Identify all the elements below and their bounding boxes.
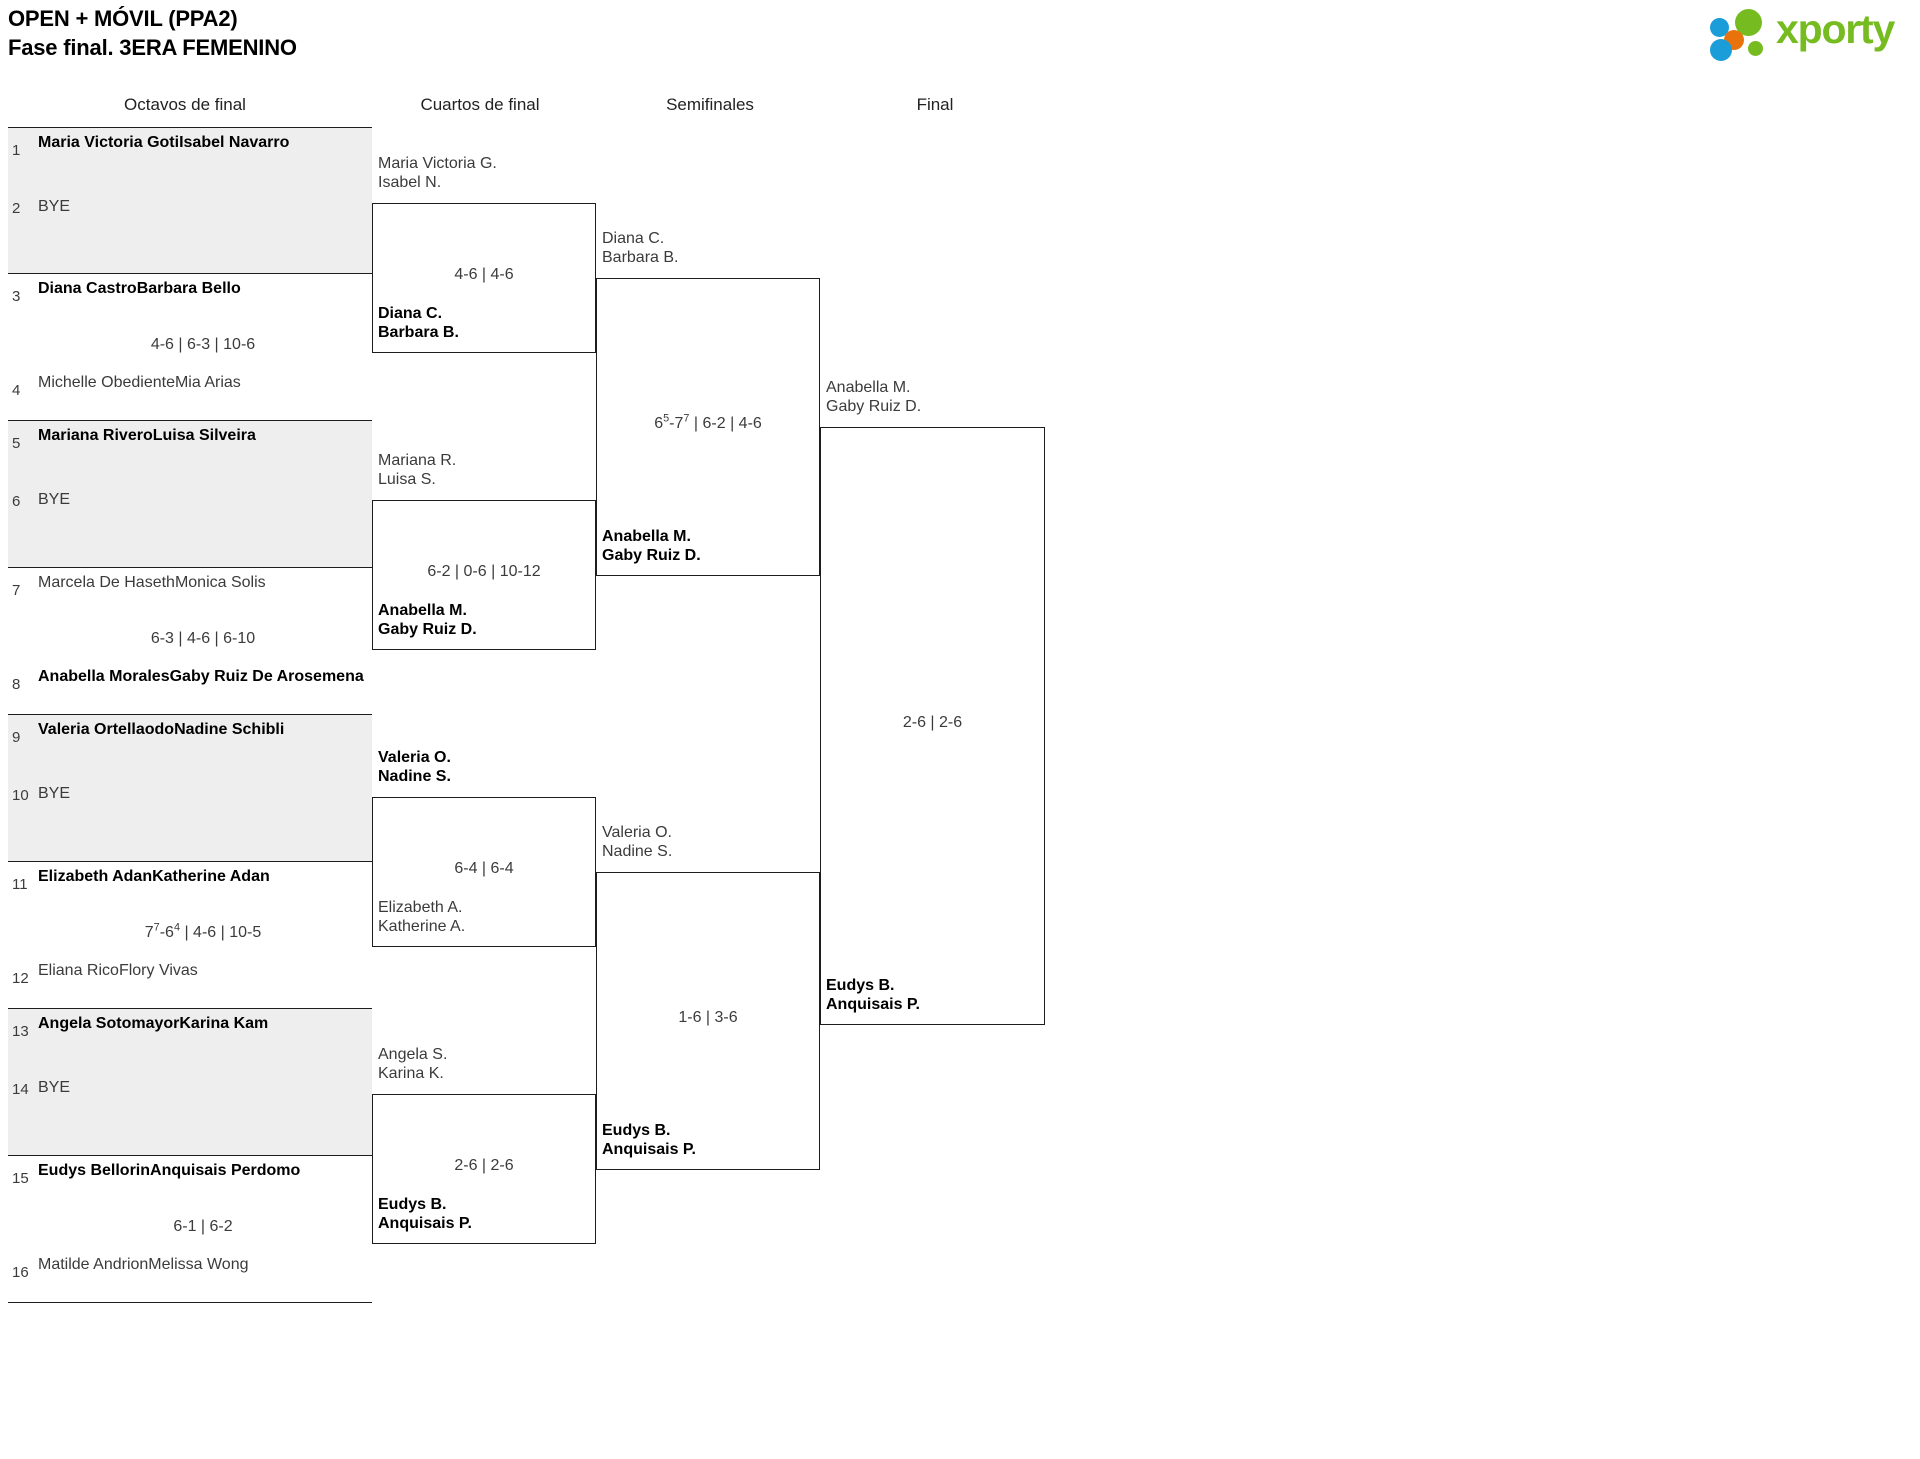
logo-wordmark: xporty (1776, 6, 1895, 52)
r1-team-bottom: Michelle ObedienteMia Arias (38, 374, 241, 391)
seed-number: 14 (12, 1081, 29, 1098)
r1-match[interactable]: 3 Diana CastroBarbara Bello 4-6 | 6-3 | 10… (8, 274, 372, 421)
logo-dot-blue-top (1710, 18, 1729, 37)
r1-team-top: Diana CastroBarbara Bello (38, 280, 241, 297)
seed-number: 8 (12, 676, 21, 693)
xporty-logo: xporty (1710, 6, 1915, 61)
r1-team-bottom: BYE (38, 491, 71, 508)
advancing-team-top: Valeria O.Nadine S. (378, 749, 451, 785)
round-header-final: Final (916, 95, 954, 114)
r1-team-bottom: BYE (38, 785, 71, 802)
seed-number: 15 (12, 1170, 29, 1187)
seed-number: 5 (12, 435, 21, 452)
r1-match[interactable]: 7 Marcela De HasethMonica Solis 6-3 | 4-6 … (8, 568, 372, 715)
seed-number: 12 (12, 970, 29, 987)
qf-match-box[interactable] (372, 203, 596, 353)
match-score: 6-2 | 0-6 | 10-12 (427, 563, 541, 580)
qf-match-box[interactable] (372, 1094, 596, 1244)
advancing-team-top: Diana C.Barbara B. (602, 230, 679, 266)
r1-team-top: Marcela De HasethMonica Solis (38, 574, 266, 591)
qf-match-box[interactable] (372, 500, 596, 650)
seed-number: 6 (12, 493, 21, 510)
tournament-phase: Fase final. 3ERA FEMENINO (8, 35, 297, 61)
seed-number: 9 (12, 729, 21, 746)
logo-dot-blue-bottom (1710, 39, 1732, 61)
advancing-team-bottom: Eudys B.Anquisais P. (602, 1122, 696, 1158)
r1-match[interactable]: 13 Angela SotomayorKarina Kam 14 BYE (8, 1009, 372, 1156)
advancing-team-bottom: Anabella M.Gaby Ruiz D. (378, 602, 477, 638)
r1-match-score: 4-6 | 6-3 | 10-6 (150, 336, 256, 353)
sf-match-box[interactable] (596, 278, 820, 576)
r1-team-bottom: Anabella MoralesGaby Ruiz De Arosemena (38, 668, 364, 685)
r1-team-top: Valeria OrtellaodoNadine Schibli (38, 721, 285, 738)
match-score: 4-6 | 4-6 (454, 266, 514, 283)
seed-number: 16 (12, 1264, 29, 1281)
page-title: OPEN + MÓVIL (PPA2) Fase final. 3ERA FEM… (8, 4, 297, 63)
r1-team-bottom: BYE (38, 1079, 71, 1096)
r1-match[interactable]: 15 Eudys BellorinAnquisais Perdomo 6-1 | 6… (8, 1156, 372, 1303)
seed-number: 4 (12, 382, 21, 399)
match-score: 1-6 | 3-6 (678, 1009, 738, 1026)
advancing-team-top: Anabella M.Gaby Ruiz D. (826, 379, 922, 415)
seed-number: 10 (12, 787, 29, 804)
advancing-team-bottom: Diana C.Barbara B. (378, 305, 459, 341)
advancing-team-bottom: Elizabeth A.Katherine A. (378, 899, 466, 935)
seed-number: 13 (12, 1023, 29, 1040)
seed-number: 11 (12, 876, 28, 893)
r1-team-top: Maria Victoria GotiIsabel Navarro (38, 134, 290, 151)
logo-dot-green-small (1748, 41, 1763, 56)
r1-team-top: Eudys BellorinAnquisais Perdomo (38, 1162, 301, 1179)
r1-team-top: Elizabeth AdanKatherine Adan (38, 868, 270, 885)
round-header-octavos: Octavos de final (124, 95, 246, 114)
r1-team-top: Angela SotomayorKarina Kam (38, 1015, 269, 1032)
tournament-name: OPEN + MÓVIL (PPA2) (8, 6, 238, 31)
seed-number: 2 (12, 200, 21, 217)
round-header-cuartos: Cuartos de final (420, 95, 540, 114)
r1-team-bottom: Eliana RicoFlory Vivas (38, 962, 198, 979)
match-score: 6-4 | 6-4 (454, 860, 514, 877)
qf-match-box[interactable] (372, 797, 596, 947)
seed-number: 3 (12, 288, 21, 305)
sf-match-box[interactable] (596, 872, 820, 1170)
round-header-semifinales: Semifinales (666, 95, 754, 114)
match-score: 65-77 | 6-2 | 4-6 (654, 412, 762, 432)
match-score: 2-6 | 2-6 (454, 1157, 514, 1174)
advancing-team-bottom: Eudys B.Anquisais P. (826, 977, 920, 1013)
r1-match-score: 6-1 | 6-2 (173, 1218, 233, 1235)
r1-match-score: 6-3 | 4-6 | 6-10 (150, 630, 256, 647)
seed-number: 7 (12, 582, 21, 599)
r1-team-bottom: BYE (38, 198, 71, 215)
advancing-team-bottom: Anabella M.Gaby Ruiz D. (602, 528, 701, 564)
advancing-team-top: Valeria O.Nadine S. (602, 824, 673, 860)
r1-match[interactable]: 5 Mariana RiveroLuisa Silveira 6 BYE (8, 421, 372, 568)
match-score: 2-6 | 2-6 (902, 714, 963, 731)
r1-team-bottom: Matilde AndrionMelissa Wong (38, 1256, 249, 1273)
r1-team-top: Mariana RiveroLuisa Silveira (38, 427, 256, 444)
r1-match[interactable]: 11 Elizabeth AdanKatherine Adan 77-64 | 4-… (8, 862, 372, 1009)
r1-match[interactable]: 9 Valeria OrtellaodoNadine Schibli 10 BYE (8, 715, 372, 862)
advancing-team-top: Angela S.Karina K. (378, 1046, 448, 1082)
r1-match-score: 77-64 | 4-6 | 10-5 (144, 921, 262, 941)
advancing-team-bottom: Eudys B.Anquisais P. (378, 1196, 472, 1232)
advancing-team-top: Maria Victoria G.Isabel N. (378, 155, 497, 191)
r1-match[interactable]: 1 Maria Victoria GotiIsabel Navarro 2 BYE (8, 127, 372, 274)
final-match-box[interactable] (820, 427, 1045, 1025)
advancing-team-top: Mariana R.Luisa S. (378, 452, 457, 488)
seed-number: 1 (12, 142, 21, 159)
